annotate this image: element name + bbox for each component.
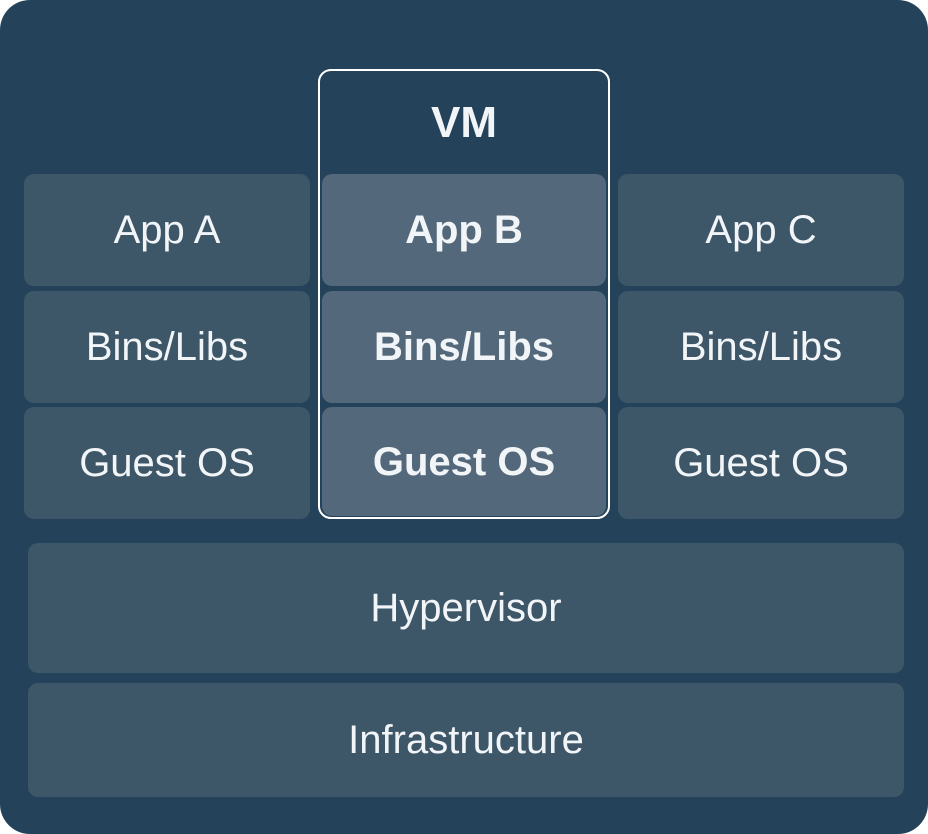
cell-bins-libs-b: Bins/Libs — [322, 291, 606, 403]
vm-label: VM — [431, 97, 497, 147]
cell-app-b: App B — [322, 174, 606, 286]
layer-infrastructure: Infrastructure — [28, 683, 904, 797]
layer-hypervisor: Hypervisor — [28, 543, 904, 673]
cell-app-a: App A — [24, 174, 310, 286]
cell-guest-os-b: Guest OS — [322, 407, 606, 516]
cell-guest-os-a: Guest OS — [24, 407, 310, 519]
cell-app-c: App C — [618, 174, 904, 286]
vm-highlight-frame: VM — [318, 69, 610, 519]
cell-guest-os-c: Guest OS — [618, 407, 904, 519]
cell-bins-libs-c: Bins/Libs — [618, 291, 904, 403]
cell-bins-libs-a: Bins/Libs — [24, 291, 310, 403]
